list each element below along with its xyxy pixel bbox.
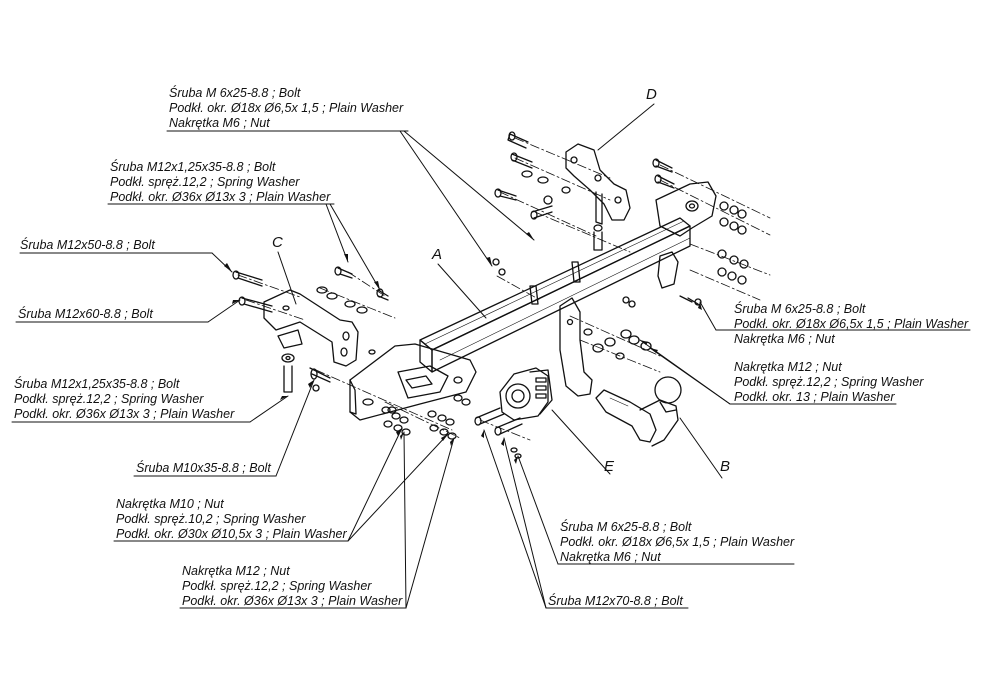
callout-line: Śruba M12x50-8.8 ; Bolt: [20, 238, 155, 252]
part-letter-c: C: [272, 234, 283, 251]
callout-line: Podkł. okr. Ø30x Ø10,5x 3 ; Plain Washer: [116, 527, 347, 541]
callout-bolt-m10x35: Śruba M10x35-8.8 ; Bolt: [136, 461, 271, 476]
callout-line: Nakrętka M10 ; Nut: [116, 497, 224, 511]
part-letter-d: D: [646, 86, 657, 103]
socket-plate-e: [499, 367, 553, 421]
callout-line: Podkł. okr. 13 ; Plain Washer: [734, 390, 895, 404]
part-letter-a: A: [432, 246, 443, 263]
callout-line: Podkł. okr. Ø18x Ø6,5x 1,5 ; Plain Washe…: [169, 101, 404, 115]
callout-bolt-m12x60: Śruba M12x60-8.8 ; Bolt: [18, 307, 153, 322]
callout-line: Śruba M 6x25-8.8 ; Bolt: [734, 302, 866, 316]
callout-line: Nakrętka M12 ; Nut: [182, 564, 290, 578]
callout-bolt-m6-bottom: Śruba M 6x25-8.8 ; Bolt Podkł. okr. Ø18x…: [560, 520, 794, 565]
callout-line: Nakrętka M12 ; Nut: [734, 360, 842, 374]
callout-line: Śruba M12x1,25x35-8.8 ; Bolt: [110, 160, 276, 174]
callout-line: Podkł. spręż.12,2 ; Spring Washer: [110, 175, 300, 189]
bracket-c: [263, 289, 359, 367]
callout-line: Podkł. spręż.12,2 ; Spring Washer: [14, 392, 204, 406]
callout-nut-m10: Nakrętka M10 ; Nut Podkł. spręż.10,2 ; S…: [116, 497, 347, 542]
left-mounting-plate: [349, 343, 477, 421]
callout-line: Podkł. okr. Ø36x Ø13x 3 ; Plain Washer: [182, 594, 403, 608]
part-letter-e: E: [604, 458, 615, 475]
callout-bolt-m12x50: Śruba M12x50-8.8 ; Bolt: [20, 238, 155, 253]
callout-line: Podkł. spręż.12,2 ; Spring Washer: [182, 579, 372, 593]
callout-bracket-c-upper: Śruba M12x1,25x35-8.8 ; Bolt Podkł. sprę…: [110, 160, 330, 205]
leader-lines: [11, 103, 971, 609]
callout-line: Śruba M12x70-8.8 ; Bolt: [548, 594, 683, 608]
callout-line: Podkł. okr. Ø36x Ø13x 3 ; Plain Washer: [110, 190, 331, 204]
callout-top-left-m6-bolt: Śruba M 6x25-8.8 ; Bolt Podkł. okr. Ø18x…: [169, 86, 403, 131]
callout-line: Nakrętka M6 ; Nut: [560, 550, 661, 564]
callout-line: Podkł. okr. Ø18x Ø6,5x 1,5 ; Plain Washe…: [734, 317, 969, 331]
callout-nut-m12-right: Nakrętka M12 ; Nut Podkł. spręż.12,2 ; S…: [734, 360, 923, 405]
vertical-bracket: [559, 297, 593, 397]
callout-bracket-c-lower: Śruba M12x1,25x35-8.8 ; Bolt Podkł. sprę…: [14, 377, 234, 422]
callout-line: Śruba M12x1,25x35-8.8 ; Bolt: [14, 377, 180, 391]
leader-arrowheads: [224, 232, 702, 464]
callout-line: Śruba M 6x25-8.8 ; Bolt: [169, 86, 301, 100]
callout-line: Nakrętka M6 ; Nut: [169, 116, 270, 130]
cross-beam: [419, 217, 691, 373]
callout-bolt-m6-right: Śruba M 6x25-8.8 ; Bolt Podkł. okr. Ø18x…: [734, 302, 968, 347]
part-letter-b: B: [720, 458, 731, 475]
fasteners: [232, 131, 749, 459]
callout-line: Śruba M12x60-8.8 ; Bolt: [18, 307, 153, 321]
callout-bolt-m12x70: Śruba M12x70-8.8 ; Bolt: [548, 594, 683, 609]
bracket-d: [565, 143, 631, 251]
callout-line: Nakrętka M6 ; Nut: [734, 332, 835, 346]
callout-line: Podkł. spręż.12,2 ; Spring Washer: [734, 375, 924, 389]
callout-line: Śruba M 6x25-8.8 ; Bolt: [560, 520, 692, 534]
callout-line: Podkł. okr. Ø18x Ø6,5x 1,5 ; Plain Washe…: [560, 535, 795, 549]
right-mounting-plate: [655, 181, 717, 289]
tow-ball-b: [595, 376, 682, 447]
callout-line: Podkł. okr. Ø36x Ø13x 3 ; Plain Washer: [14, 407, 235, 421]
callout-line: Podkł. spręż.10,2 ; Spring Washer: [116, 512, 306, 526]
callout-line: Śruba M10x35-8.8 ; Bolt: [136, 461, 271, 475]
callout-nut-m12-bottom: Nakrętka M12 ; Nut Podkł. spręż.12,2 ; S…: [182, 564, 402, 609]
